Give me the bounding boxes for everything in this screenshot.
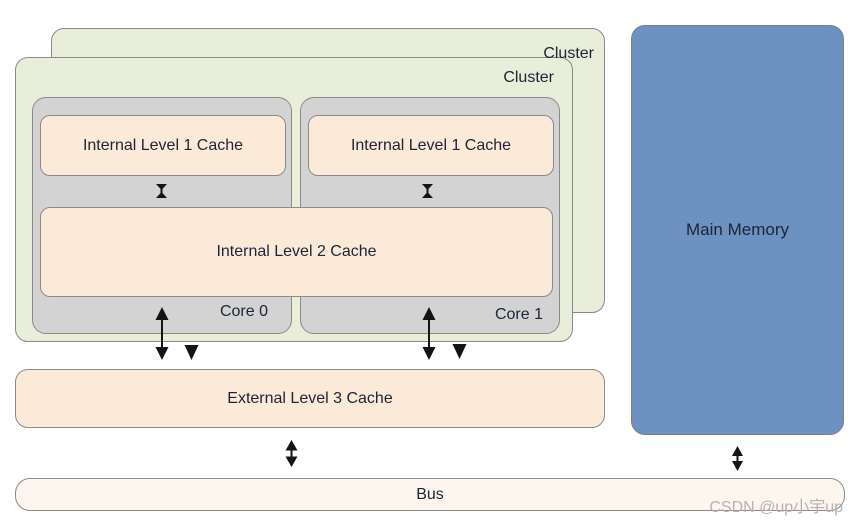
cluster-front-label: Cluster xyxy=(503,69,554,86)
csdn-watermark: CSDN @up小宇up xyxy=(709,499,843,516)
memory-bus-double-arrow-icon xyxy=(731,446,744,471)
bus-label: Bus xyxy=(416,485,444,503)
l3-cache-label: External Level 3 Cache xyxy=(227,389,393,407)
back-cluster-arrowhead-down-icon-right xyxy=(452,344,467,359)
l3-bus-double-arrow-icon xyxy=(285,440,298,467)
core0-l1-cache-label: Internal Level 1 Cache xyxy=(82,136,244,154)
core0-label: Core 0 xyxy=(219,303,268,320)
core1-l1-cache-box: Internal Level 1 Cache xyxy=(308,115,554,176)
l2-cache-box: Internal Level 2 Cache xyxy=(40,207,553,297)
core1-label: Core 1 xyxy=(494,306,543,323)
core1-l1-cache-label: Internal Level 1 Cache xyxy=(350,136,512,154)
back-cluster-arrowhead-down-icon-left xyxy=(184,345,199,360)
cluster-back-label: Cluster xyxy=(543,45,594,62)
core1-l3-double-arrow-icon xyxy=(422,307,436,360)
core0-l3-double-arrow-icon xyxy=(155,307,169,360)
l3-cache-box: External Level 3 Cache xyxy=(15,369,605,428)
l2-cache-label: Internal Level 2 Cache xyxy=(216,243,377,260)
main-memory-label: Main Memory xyxy=(686,220,789,239)
l1-l2-compress-arrow-icon-right xyxy=(421,184,434,198)
bus-box: Bus xyxy=(15,478,845,511)
main-memory-box: Main Memory xyxy=(631,25,844,435)
core0-l1-cache-box: Internal Level 1 Cache xyxy=(40,115,286,176)
l1-l2-compress-arrow-icon-left xyxy=(155,184,168,198)
